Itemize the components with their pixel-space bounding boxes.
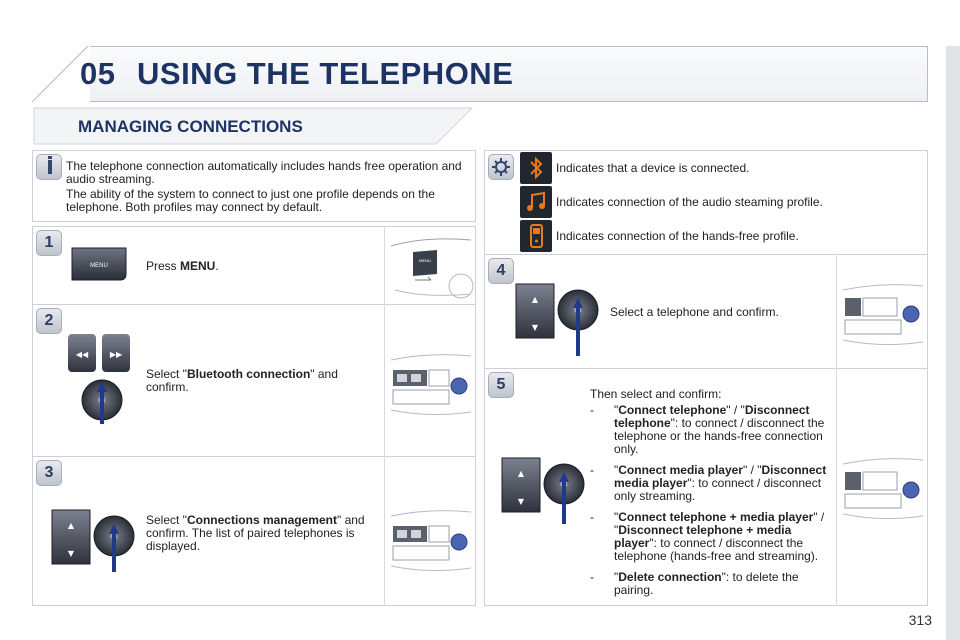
svg-text:▲: ▲ — [518, 469, 525, 478]
menu-button-illustration: MENU — [71, 247, 127, 281]
step-3-text: Select "Connections management" and conf… — [146, 513, 365, 553]
indicator-handsfree-text: Indicates connection of the hands-free p… — [556, 229, 799, 243]
step-badge-5: 5 — [488, 372, 514, 398]
step-5-intro: Then select and confirm: — [590, 387, 722, 401]
phone-icon — [520, 220, 552, 252]
svg-text:▶▶: ▶▶ — [110, 350, 123, 359]
page-edge-strip — [946, 46, 960, 640]
seek-buttons-illustration: ◀◀ ▶▶ OK — [68, 334, 130, 424]
step-1-text: Press MENU. — [146, 259, 219, 273]
connection-options-list: "Connect telephone" / "Disconnect teleph… — [590, 404, 834, 605]
step-5-panel-thumbnail — [836, 368, 928, 606]
option-connect-telephone: "Connect telephone" / "Disconnect teleph… — [590, 404, 834, 456]
svg-text:▲: ▲ — [532, 295, 539, 304]
step-3-panel-thumbnail — [384, 456, 476, 606]
option-connect-telephone-media-player: "Connect telephone + media player" / "Di… — [590, 511, 834, 563]
svg-text:◀◀: ◀◀ — [76, 350, 89, 359]
header-corner-cut — [30, 44, 90, 104]
svg-text:▼: ▼ — [68, 549, 75, 558]
menu-button-label: MENU — [90, 263, 108, 269]
chapter-title: USING THE TELEPHONE — [137, 56, 514, 91]
step-divider — [484, 254, 928, 255]
svg-text:▼: ▼ — [532, 323, 539, 332]
step-badge-2: 2 — [36, 308, 62, 334]
step-3-keyword: Connections management — [186, 513, 337, 527]
nav-ok-illustration: ▲ ▼ OK — [515, 283, 599, 356]
step-2-text: Select "Bluetooth connection" and confir… — [146, 367, 338, 394]
step-4-panel-thumbnail — [836, 254, 928, 368]
step-1-panel-thumbnail: MENU — [384, 226, 476, 304]
svg-text:▼: ▼ — [518, 497, 525, 506]
step-badge-3: 3 — [36, 460, 62, 486]
info-paragraph-2: The ability of the system to connect to … — [66, 187, 435, 214]
nav-ok-illustration: ▲ ▼ OK — [501, 457, 585, 524]
step-divider — [484, 368, 928, 369]
step-divider — [32, 456, 476, 457]
page-number: 313 — [908, 612, 932, 628]
info-paragraph-1: The telephone connection automatically i… — [66, 159, 462, 186]
section-title: MANAGING CONNECTIONS — [78, 117, 303, 136]
step-2-panel-thumbnail — [384, 304, 476, 456]
info-box — [32, 150, 476, 222]
chapter-number: 05 — [80, 56, 116, 91]
step-badge-4: 4 — [488, 258, 514, 284]
svg-text:▲: ▲ — [68, 521, 75, 530]
step-4-text: Select a telephone and confirm. — [610, 305, 779, 319]
step-1-keyword: MENU — [180, 259, 216, 273]
settings-gear-icon — [488, 154, 514, 180]
music-note-icon — [520, 186, 552, 218]
indicator-audio-text: Indicates connection of the audio steami… — [556, 195, 823, 209]
indicator-bluetooth-text: Indicates that a device is connected. — [556, 161, 750, 175]
section-title-strip — [33, 107, 474, 145]
option-delete-connection: "Delete connection": to delete the pairi… — [590, 571, 834, 597]
step-divider — [32, 304, 476, 305]
step-badge-1: 1 — [36, 230, 62, 256]
nav-ok-illustration: ▲ ▼ OK — [51, 509, 135, 572]
step-2-keyword: Bluetooth connection — [186, 367, 311, 381]
info-icon — [36, 154, 62, 180]
bluetooth-icon — [520, 152, 552, 184]
header-bar — [32, 46, 928, 102]
panel-menu-label: MENU — [419, 258, 431, 263]
option-connect-media-player: "Connect media player" / "Disconnect med… — [590, 464, 834, 503]
